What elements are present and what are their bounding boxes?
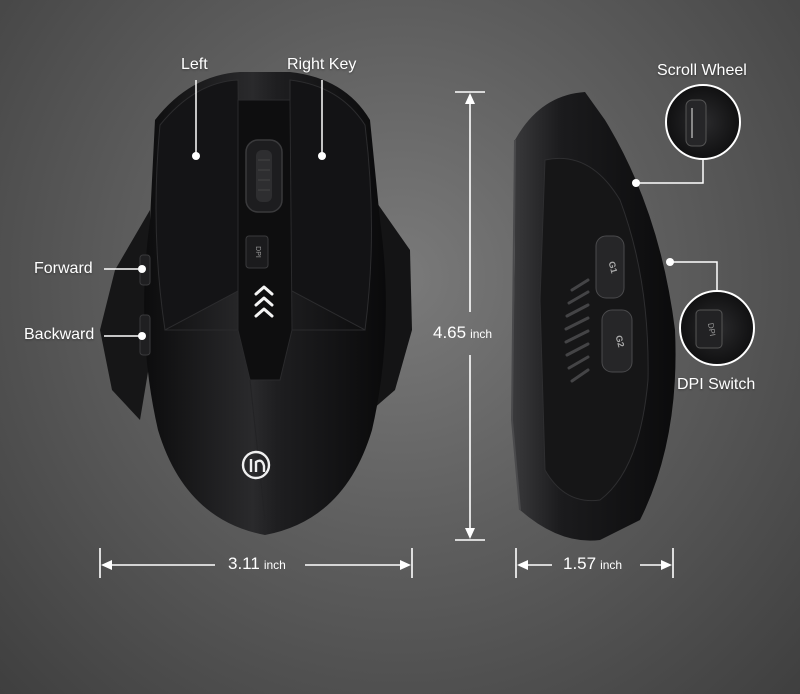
- forward-label: Forward: [34, 260, 93, 277]
- dpi-mark-top: DPI: [254, 246, 261, 258]
- backward-label: Backward: [24, 326, 95, 343]
- height-value: 4.65: [433, 323, 467, 342]
- right-button-panel[interactable]: [289, 79, 372, 331]
- scroll-wheel-tread: [256, 150, 272, 202]
- g2-mark: G2: [614, 334, 627, 348]
- g1-mark: G1: [607, 260, 620, 274]
- chevron-up-icon: [254, 285, 274, 318]
- vent-slots: [564, 278, 590, 383]
- left-wing: [100, 210, 150, 420]
- g1-button[interactable]: [595, 235, 625, 299]
- g2-button[interactable]: [601, 309, 633, 373]
- scroll-wheel-label: Scroll Wheel: [657, 62, 747, 79]
- dpi-button-top[interactable]: [245, 235, 269, 269]
- dpi-mark-zoom: DPI: [706, 322, 717, 337]
- right-key-label: Right Key: [287, 56, 357, 73]
- mouse-side-view: [510, 92, 676, 541]
- mouse-top-view: [100, 72, 412, 535]
- scroll-wheel-zoom: [665, 84, 741, 160]
- left-button-panel[interactable]: [155, 79, 241, 331]
- height-unit: inch: [470, 327, 493, 341]
- depth-value: 1.57: [563, 554, 597, 573]
- dpi-switch-zoom: [679, 290, 755, 366]
- callout-dots: [138, 152, 674, 340]
- callout-lines: [104, 80, 718, 337]
- inphic-logo-icon: [241, 450, 271, 480]
- width-value: 3.11: [228, 554, 260, 573]
- depth-unit: inch: [600, 558, 623, 572]
- width-unit: inch: [263, 558, 286, 572]
- left-label: Left: [181, 56, 208, 73]
- dimension-arrows: [99, 91, 674, 578]
- dpi-switch-label: DPI Switch: [677, 376, 756, 393]
